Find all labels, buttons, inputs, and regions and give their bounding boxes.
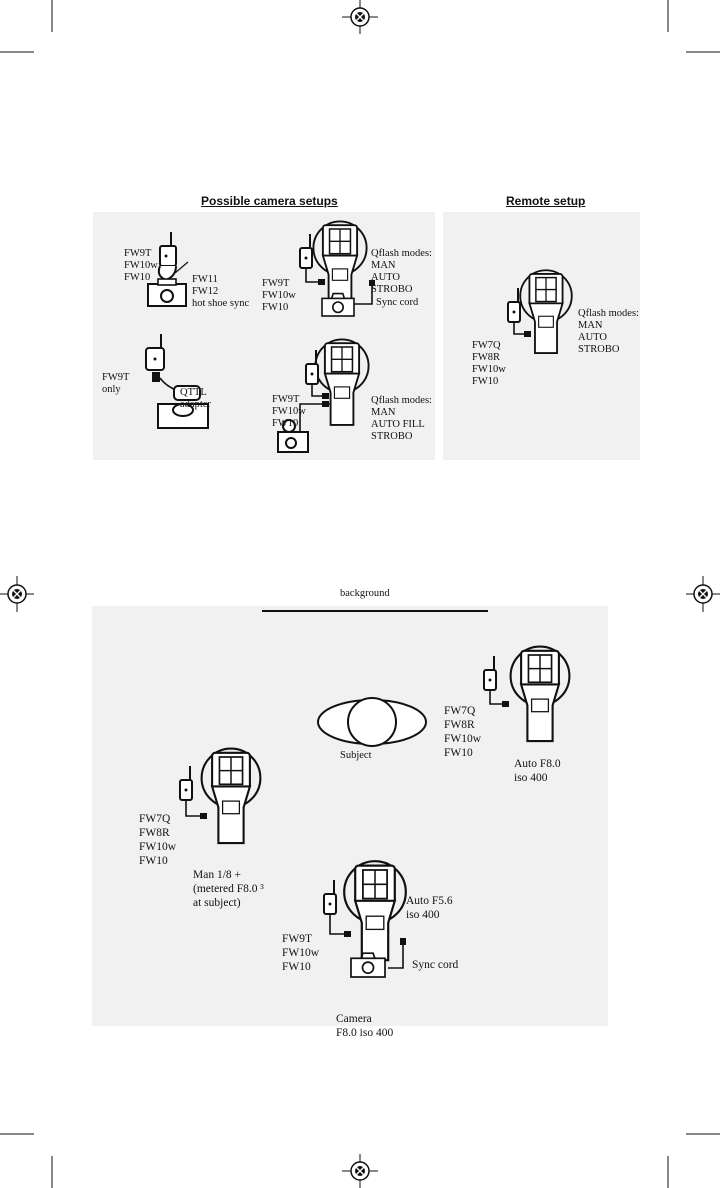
registration-mark-top <box>342 0 378 34</box>
setup4-graphic <box>277 338 370 453</box>
remote-graphic <box>507 269 573 354</box>
setup2-graphic <box>299 220 375 317</box>
right-flash-graphic <box>483 645 571 743</box>
registration-mark-right <box>686 576 720 612</box>
main-flash-graphic <box>323 860 407 978</box>
left-flash-graphic <box>179 747 262 845</box>
setup1-graphic <box>147 232 189 307</box>
setup2-sync-cord: Sync cord <box>376 297 419 308</box>
remote-setup-header: Remote setup <box>506 194 586 208</box>
registration-mark-left <box>0 576 34 612</box>
subject-label: Subject <box>340 750 372 761</box>
camera-setups-panel <box>93 212 435 460</box>
subject-graphic <box>317 697 427 747</box>
registration-mark-bottom <box>342 1154 378 1188</box>
camera-setups-header: Possible camera setups <box>201 194 338 208</box>
main-sync-cord: Sync cord <box>412 959 459 971</box>
background-label: background <box>340 588 390 599</box>
setup3-graphic <box>145 334 209 429</box>
